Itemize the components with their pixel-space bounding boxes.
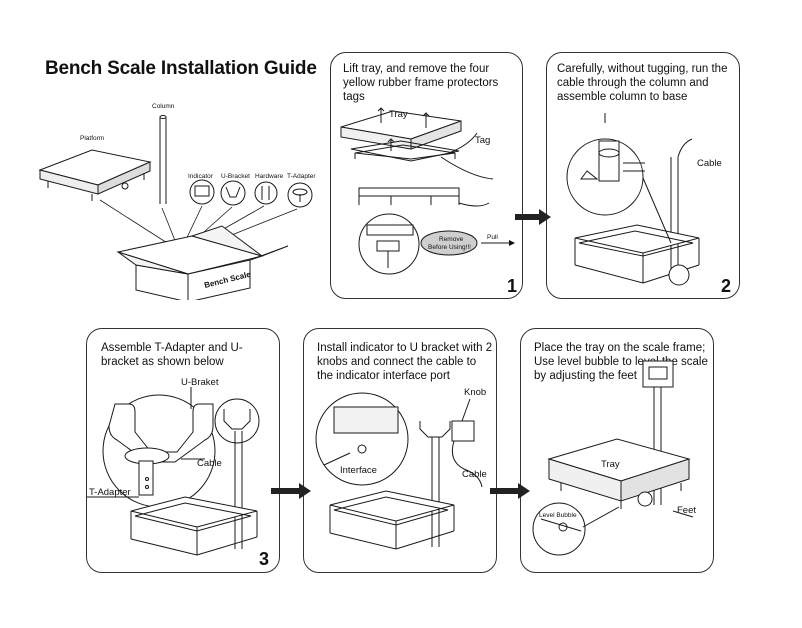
step-3-panel: Assemble T-Adapter and U-bracket as show… <box>86 328 280 573</box>
hardware-label: Hardware <box>255 173 284 180</box>
box-drawing <box>116 225 289 300</box>
step-1-pull-label: Pull <box>487 234 498 241</box>
step-2-illustration: Cable <box>566 113 722 286</box>
step-1-illustration: Tray Tag Remove Before Using!!! Pull <box>340 107 515 275</box>
step-1-remove-label: Remove <box>439 236 464 243</box>
step-3-number: 3 <box>259 549 270 569</box>
ubracket-label: U-Bracket <box>221 173 250 180</box>
step-4-illustration: Knob Interface Cable <box>315 387 487 550</box>
overview-illustration: Column Platform Indicator U-Bracket Hard… <box>38 103 316 300</box>
step-2-cable-label: Cable <box>697 158 722 169</box>
step-1-before-using-label: Before Using!!! <box>428 244 471 251</box>
step-1-number: 1 <box>507 276 518 296</box>
page-title: Bench Scale Installation Guide <box>45 58 317 79</box>
step-3-cable-label: Cable <box>197 458 222 469</box>
indicator-label: Indicator <box>188 173 214 180</box>
step-4-knob-label: Knob <box>464 387 486 398</box>
step-4-interface-label: Interface <box>340 465 377 476</box>
step-1-panel: Lift tray, and remove the four yellow ru… <box>330 52 523 299</box>
column-drawing <box>159 115 167 204</box>
step-3-instruction: Assemble T-Adapter and U-bracket as show… <box>101 342 243 368</box>
step-2-instruction: Carefully, without tugging, run the cabl… <box>557 63 728 103</box>
platform-drawing <box>38 149 152 201</box>
step-4-cable-label: Cable <box>462 469 487 480</box>
column-label: Column <box>152 103 175 110</box>
step-4-panel: Install indicator to U bracket with 2 kn… <box>303 328 497 573</box>
step-5-level-bubble-label: Level Bubble <box>539 512 577 519</box>
ubracket-part <box>220 180 246 206</box>
platform-label: Platform <box>80 135 104 142</box>
step-3-illustration: U-Braket Cable T-Adapter <box>87 377 260 556</box>
arrow-step-4-to-5 <box>490 483 530 499</box>
tadapter-label: T-Adapter <box>287 173 316 180</box>
arrow-step-1-to-2 <box>515 209 551 225</box>
tadapter-part <box>287 182 313 208</box>
step-1-tray-label: Tray <box>389 109 408 120</box>
step-3-ubraket-label: U-Braket <box>181 377 219 388</box>
arrow-step-3-to-4 <box>271 483 311 499</box>
step-2-number: 2 <box>721 276 732 296</box>
indicator-part <box>189 179 215 205</box>
hardware-part <box>254 181 278 205</box>
step-5-tray-label: Tray <box>601 459 620 470</box>
step-2-panel: Carefully, without tugging, run the cabl… <box>546 52 740 299</box>
step-1-instruction: Lift tray, and remove the four yellow ru… <box>343 63 499 103</box>
step-5-illustration: Tray Level Bubble Feet <box>532 360 696 556</box>
step-1-tag-label: Tag <box>475 135 490 146</box>
step-4-instruction: Install indicator to U bracket with 2 kn… <box>317 342 493 382</box>
step-5-feet-label: Feet <box>677 505 696 516</box>
step-5-panel: Place the tray on the scale frame; Use l… <box>520 328 714 573</box>
step-3-tadapter-label: T-Adapter <box>89 487 131 498</box>
